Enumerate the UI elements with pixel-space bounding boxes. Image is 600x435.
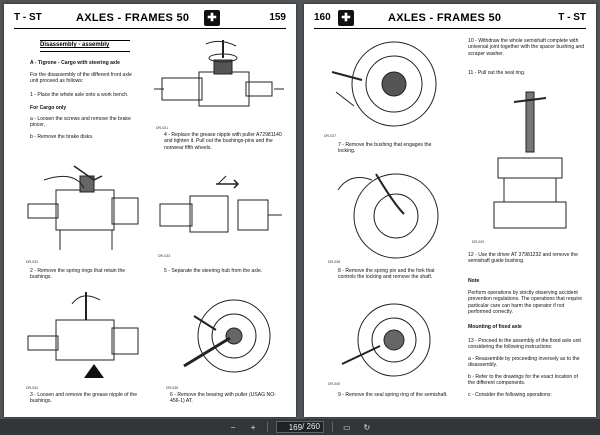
step-3: 3 - Loosen and remove the grease nipple … [30,392,138,405]
step-b: b - Remove the brake disks. [30,134,94,140]
toolbar-divider [331,422,333,432]
section-title: Disassembly - assembly [40,42,110,48]
total-pages-label: / 260 [302,422,320,431]
step-1: 1 - Place the whole axle onto a work ben… [30,92,129,98]
current-page-input[interactable] [280,423,303,431]
figure-ref: DR-037 [324,134,337,138]
page-indicator: / 260 [276,421,324,433]
pdf-viewer-toolbar: − + / 260 ▭ ↻ [0,419,600,435]
step-13a: a - Reassemble by proceeding inversely a… [468,356,580,369]
note-title: Note [468,278,480,284]
step-10: 10 - Withdraw the whole semishaft comple… [468,38,585,57]
step-13b: b - Refer to the drawings for the exact … [468,374,578,387]
illustration-spring-rings [24,160,144,260]
step-13c: c - Consider the following operations: [468,392,552,398]
page-header: T - ST AXLES - FRAMES 50 ✚ 159 [14,10,286,29]
header-code: T - ST [558,12,586,23]
step-9: 9 - Remove the seal spring ring of the s… [338,392,448,398]
figure-ref: DR-034 [26,386,39,390]
brand-logo-icon: ✚ [338,10,354,26]
mounting-title: Mounting of fixed axle [468,324,522,330]
illustration-locking-bushing [322,32,452,132]
toolbar-divider [267,422,269,432]
figure-ref: DR-039 [472,240,485,244]
figure-ref: DR-032 [26,260,39,264]
note-text: Perform operations by strictly observing… [468,290,583,316]
step-8: 8 - Remove the spring pin and the fork t… [338,268,435,281]
for-cargo-label: For Cargo only [30,105,67,111]
step-5: 5 - Separate the steering hub from the a… [164,268,263,274]
section-rule [40,51,130,52]
header-code: T - ST [14,12,42,23]
step-2: 2 - Remove the spring rings that retain … [30,268,126,281]
intro-text: For the disassembly of the different fro… [30,72,132,85]
subsection-title: A - Tigrone - Cargo with steering axle [30,60,121,66]
illustration-steering-hub [156,174,286,254]
figure-ref: DR-040 [328,382,341,386]
step-13: 13 - Proceed to the assembly of the fixe… [468,338,581,351]
page-header: 160 ✚ AXLES - FRAMES 50 T - ST [314,10,586,29]
figure-ref: DR-038 [328,260,341,264]
page-number: 159 [269,12,286,23]
header-title: AXLES - FRAMES 50 [388,12,502,24]
figure-ref: DR-031 [156,126,169,130]
brand-logo-icon: ✚ [204,10,220,26]
page-number: 160 [314,12,331,23]
zoom-in-icon[interactable]: + [250,422,256,432]
figure-ref: DR-033 [158,254,171,258]
figure-ref: DR-035 [166,386,179,390]
illustration-bearing-puller [164,286,284,386]
rotate-icon[interactable]: ↻ [363,422,371,432]
step-12: 12 - Use the driver AT 37981232 and remo… [468,252,578,265]
step-7: 7 - Remove the bushing that engages the … [338,142,432,155]
step-6: 6 - Remove the bearing with puller (USAG… [170,392,276,405]
section-rule [40,40,130,41]
illustration-guide-bushing-driver [474,88,584,238]
zoom-out-icon[interactable]: − [230,422,236,432]
manual-page-left: T - ST AXLES - FRAMES 50 ✚ 159 Disassemb… [4,4,296,417]
step-a: a - Loosen the screws and remove the bra… [30,116,131,129]
illustration-seal-spring-ring [328,294,448,384]
illustration-spring-pin-fork [328,160,448,264]
fit-page-icon[interactable]: ▭ [343,422,351,432]
header-title: AXLES - FRAMES 50 [76,12,190,24]
step-4: 4 - Replace the grease nipple with pulle… [164,132,282,151]
illustration-grease-puller [154,38,284,128]
illustration-grease-nipple [24,286,144,386]
step-11: 11 - Pull out the seal ring. [468,70,526,76]
manual-page-right: 160 ✚ AXLES - FRAMES 50 T - ST DR-037 7 … [304,4,596,417]
